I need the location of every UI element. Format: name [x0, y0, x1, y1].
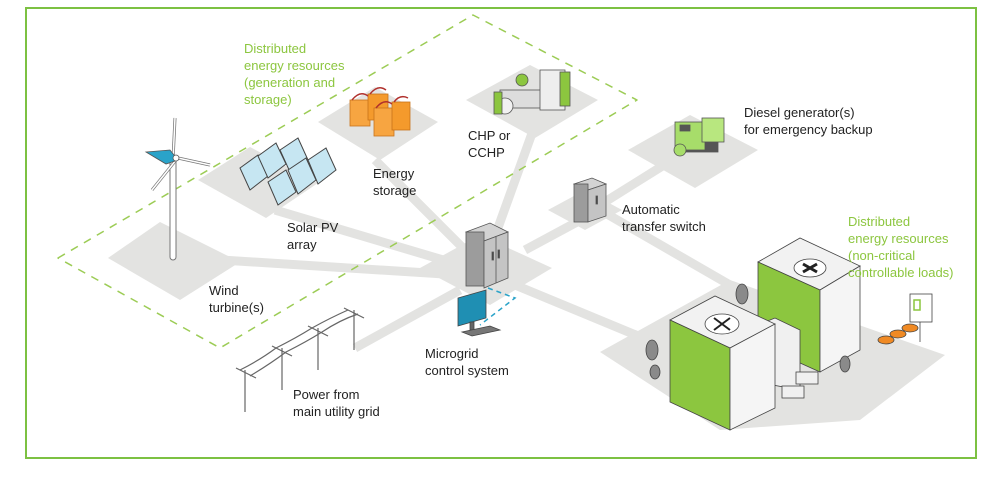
- label-der-loads: Distributed energy resources (non-critic…: [848, 214, 954, 280]
- power-lines-icon: [235, 307, 365, 412]
- label-automatic-transfer-switch: Automatic transfer switch: [622, 202, 706, 234]
- switch-cabinet-icon: [572, 177, 608, 223]
- control-link: [479, 287, 517, 326]
- der-boundary: [57, 14, 638, 349]
- label-microgrid-control: Microgrid control system: [425, 346, 509, 378]
- generator-icon: [673, 117, 725, 157]
- battery-icon: [349, 87, 411, 137]
- solar-panel-icon: [239, 137, 337, 206]
- pad-wind: [108, 222, 240, 300]
- link-ats-hospital: [597, 206, 733, 289]
- controller-cabinet-icon: [465, 222, 509, 289]
- label-utility-grid: Power from main utility grid: [293, 387, 380, 419]
- label-solar-pv: Solar PV array: [287, 220, 339, 252]
- label-der-generation: Distributed energy resources (generation…: [244, 41, 345, 107]
- label-chp: CHP or CCHP: [468, 128, 511, 160]
- link-grid-controller: [352, 286, 463, 352]
- chp-unit-icon: [493, 69, 571, 115]
- wind-turbine-icon: [144, 117, 211, 261]
- label-diesel-generator: Diesel generator(s) for emergency backup: [744, 105, 873, 137]
- computer-monitor-icon: [457, 289, 502, 337]
- link-storage-controller: [371, 156, 474, 259]
- hospital-buildings-icon: [645, 237, 933, 431]
- diagram-frame: [25, 7, 977, 459]
- label-energy-storage: Energy storage: [373, 166, 417, 198]
- link-solar-controller: [273, 205, 462, 270]
- label-wind-turbine: Wind turbine(s): [209, 283, 264, 315]
